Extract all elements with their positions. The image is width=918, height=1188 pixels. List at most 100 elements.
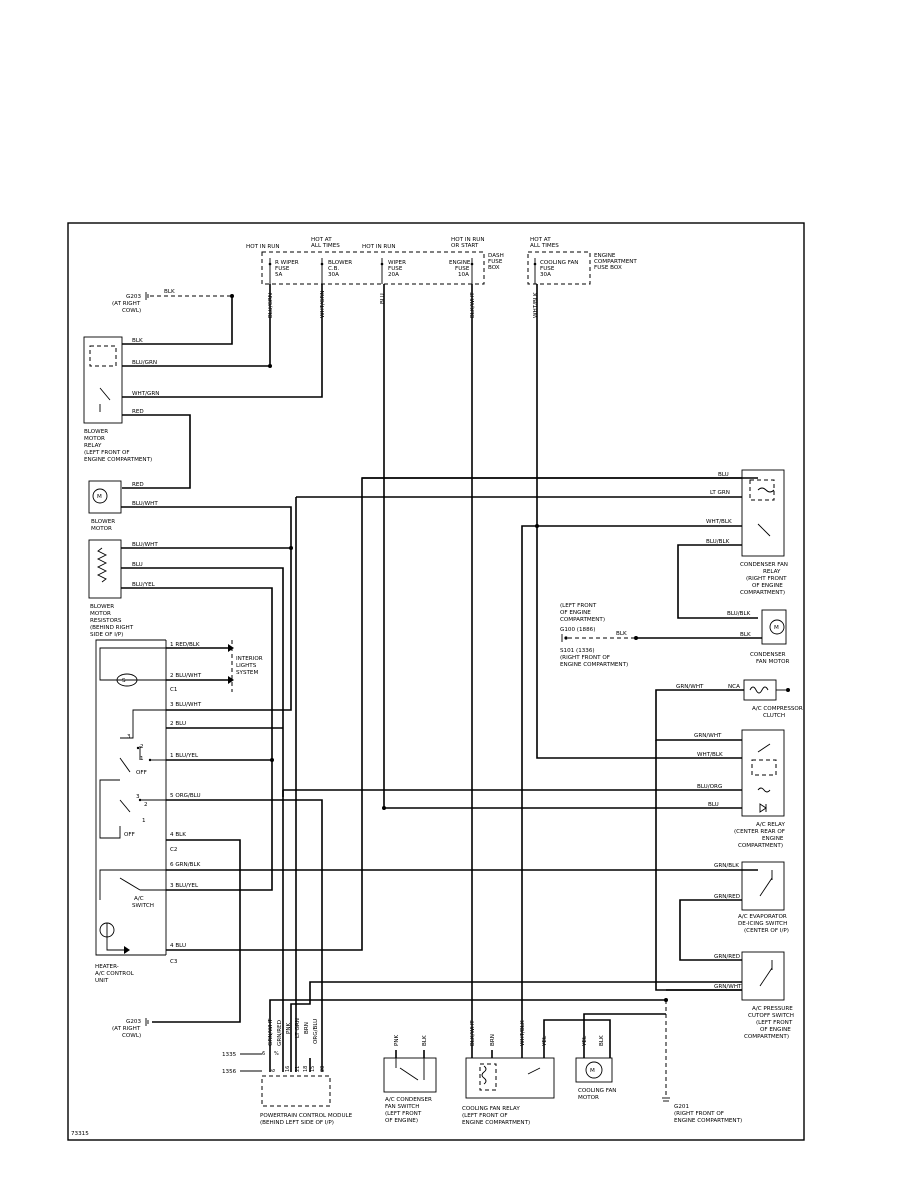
svg-text:(AT RIGHT: (AT RIGHT	[112, 1026, 141, 1032]
svg-text:COOLING FAN: COOLING FAN	[578, 1088, 617, 1094]
svg-text:30A: 30A	[540, 272, 551, 278]
wire-label-whtgrn: WHT/GRN	[320, 291, 326, 318]
svg-text:MOTOR: MOTOR	[91, 526, 112, 532]
pcm-pin-4: 18	[303, 1066, 309, 1072]
label-cm-blk: BLK	[740, 632, 751, 638]
svg-text:OF ENGINE: OF ENGINE	[760, 1027, 791, 1033]
label-motor-red: RED	[132, 482, 144, 488]
svg-text:(CENTER REAR OF: (CENTER REAR OF	[734, 829, 785, 835]
svg-text:FUSE: FUSE	[275, 266, 290, 272]
engine-compartment-fuse-box: ENGINE COMPARTMENT FUSE BOX	[527, 251, 637, 285]
svg-text:2: 2	[140, 744, 144, 750]
svg-text:A/C RELAY: A/C RELAY	[756, 822, 785, 828]
motor-m-symbol-2: M	[774, 625, 779, 631]
pcm-pin-top-1: 6	[262, 1051, 265, 1057]
label-c2: C2	[170, 847, 177, 853]
engine-fuse-box-label-2: COMPARTMENT	[594, 259, 637, 265]
svg-text:BLOWER: BLOWER	[328, 260, 352, 266]
svg-text:G203: G203	[126, 1019, 141, 1025]
svg-text:WIPER: WIPER	[388, 260, 406, 266]
svg-text:A/C PRESSURE: A/C PRESSURE	[752, 1006, 793, 1012]
label-c3-6: 6 GRN/BLK	[170, 862, 201, 868]
switch-off-2: OFF	[124, 832, 135, 838]
svg-text:A/C CONDENSER: A/C CONDENSER	[385, 1097, 432, 1103]
fuse-r-wiper: R WIPER FUSE 5A	[268, 258, 299, 284]
svg-text:3: 3	[136, 794, 140, 800]
ac-condenser-fan-switch: A/C CONDENSER FAN SWITCH (LEFT FRONT OF …	[383, 1057, 437, 1124]
svg-text:INTERIOR: INTERIOR	[236, 656, 263, 662]
pcm-wire-2: GRN/RED	[277, 1020, 283, 1046]
svg-text:LIGHTS: LIGHTS	[236, 663, 257, 669]
svg-text:20A: 20A	[388, 272, 399, 278]
label-motor-bluwht: BLU/WHT	[132, 501, 158, 507]
label-relay-blk: BLK	[132, 338, 143, 344]
dash-fuse-box-label-1: DASH	[488, 253, 504, 259]
svg-text:CLUTCH: CLUTCH	[763, 713, 785, 719]
label-res-bluyel: BLU/YEL	[132, 582, 156, 588]
label-cr-whtblk: WHT/BLK	[706, 519, 732, 525]
label-ar-whtblk: WHT/BLK	[697, 752, 723, 758]
blower-speed-switch: OFF OFF 3 2 1 3 2 1	[99, 709, 166, 839]
engine-fuse-box-label-1: ENGINE	[594, 253, 616, 259]
svg-text:COOLING FAN RELAY: COOLING FAN RELAY	[462, 1106, 520, 1112]
fuse-header-2a: HOT AT	[311, 237, 332, 243]
svg-text:C.B.: C.B.	[328, 266, 340, 272]
fuse-blower-cb: BLOWER C.B. 30A	[320, 258, 352, 284]
svg-text:(LEFT FRONT OF: (LEFT FRONT OF	[84, 450, 130, 456]
fuse-header-3: HOT IN RUN	[362, 244, 396, 250]
label-c2-1: 1 BLU/YEL	[170, 753, 199, 759]
svg-text:MOTOR: MOTOR	[90, 611, 111, 617]
ac-switch: A/C SWITCH	[99, 869, 166, 954]
label-clutch-grnwht: GRN/WHT	[676, 684, 704, 690]
label-ps-grnwht: GRN/WHT	[714, 984, 742, 990]
svg-text:A/C: A/C	[134, 896, 144, 902]
motor-m-symbol-1: M	[97, 494, 102, 500]
svg-text:3: 3	[127, 734, 131, 740]
wire-label-blugrn: BLU/GRN	[268, 293, 274, 318]
label-c3-4: 4 BLU	[170, 943, 186, 949]
label-fm-yel: YEL	[582, 1035, 588, 1047]
svg-text:(BEHIND RIGHT: (BEHIND RIGHT	[90, 625, 134, 631]
svg-text:30A: 30A	[328, 272, 339, 278]
svg-text:RELAY: RELAY	[84, 443, 102, 449]
label-res-blu: BLU	[132, 562, 143, 568]
label-relay-blugrn: BLU/GRN	[132, 360, 157, 366]
svg-text:1: 1	[142, 818, 146, 824]
label-cr-blublk: BLU/BLK	[706, 539, 730, 545]
ground-g201: G201 (RIGHT FRONT OF ENGINE COMPARTMENT)	[662, 1000, 742, 1124]
label-ev-grnblk: GRN/BLK	[714, 863, 739, 869]
cooling-fan-motor: M COOLING FAN MOTOR	[575, 1057, 617, 1101]
dash-fuse-box: DASH FUSE BOX	[261, 251, 504, 285]
label-cfr-blkwht: BLK/WHT	[470, 1020, 476, 1046]
svg-text:POWERTRAIN CONTROL MODULE: POWERTRAIN CONTROL MODULE	[260, 1113, 353, 1119]
interior-lights-switch: S	[99, 647, 166, 687]
label-cfr-whtblk: WHT/BLK	[520, 1020, 526, 1046]
svg-text:G203: G203	[126, 294, 141, 300]
svg-text:SYSTEM: SYSTEM	[236, 670, 258, 676]
connector-1335: 1335	[222, 1052, 237, 1058]
pcm-pin-1: 6	[271, 1069, 277, 1072]
diagram-frame	[67, 222, 805, 1141]
svg-text:COWL): COWL)	[122, 1033, 141, 1039]
pcm-wire-5: BRN	[304, 1022, 310, 1034]
label-cfs-pnk: PNK	[394, 1034, 400, 1046]
ground-g203-top: G203 (AT RIGHT COWL) BLK	[112, 289, 234, 314]
svg-text:A/C CONTROL: A/C CONTROL	[95, 971, 135, 977]
svg-text:A/C COMPRESSOR: A/C COMPRESSOR	[752, 706, 803, 712]
svg-text:CUTOFF SWITCH: CUTOFF SWITCH	[748, 1013, 794, 1019]
label-c1-1: 1 RED/BLK	[170, 642, 200, 648]
pcm-pin-3: 21	[295, 1066, 301, 1072]
svg-text:(LEFT FRONT: (LEFT FRONT	[385, 1111, 422, 1117]
svg-text:BLOWER: BLOWER	[91, 519, 115, 525]
svg-text:2: 2	[144, 802, 148, 808]
wire-label-blu: BLU	[380, 293, 386, 304]
svg-text:MOTOR: MOTOR	[84, 436, 105, 442]
label-cm-blublk: BLU/BLK	[727, 611, 751, 617]
svg-text:RESISTORS: RESISTORS	[90, 618, 122, 624]
svg-text:G201: G201	[674, 1104, 689, 1110]
ac-compressor-clutch: A/C COMPRESSOR CLUTCH	[743, 679, 803, 719]
svg-text:COWL): COWL)	[122, 308, 141, 314]
label-c2-2: 2 BLU	[170, 721, 186, 727]
fuse-header-4a: HOT IN RUN	[451, 237, 485, 243]
pcm-pin-6: 20	[320, 1066, 326, 1072]
